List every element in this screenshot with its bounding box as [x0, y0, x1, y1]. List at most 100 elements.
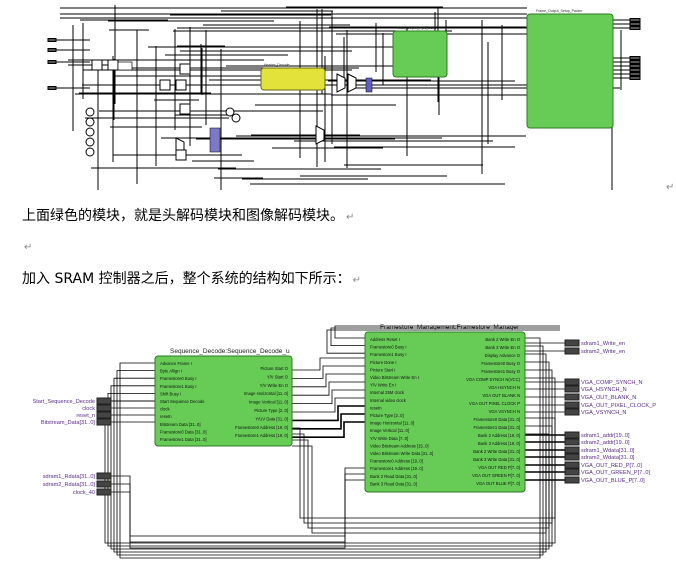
input-pin-label: Bitstream_Data[31..0]: [41, 420, 96, 426]
fm-port-right: Bank 3 Write Data [31..0]: [473, 457, 520, 462]
seq-port-right: Framestore1 Address [19..0]: [235, 433, 288, 438]
output-pin-label: sdram1_addr[19..0]: [581, 433, 630, 439]
fm-port-right: VGA HSYNCH N: [488, 385, 520, 390]
input-pin-label: Start_Sequence_Decode: [32, 399, 95, 405]
seq-port-right: Y/V Write En O: [260, 383, 289, 388]
seq-port-right: Image Vertical [11..0]: [249, 400, 288, 405]
top-schematic-svg: Frame_Output_Setup_Packer Video_Output_P…: [47, 5, 641, 190]
seq-port-left: Framestore1 Data [31..0]: [160, 437, 207, 442]
top-small-block-1: [365, 77, 373, 93]
sdram-input-wire: [111, 479, 365, 537]
seq-block-title: Sequence_Decode:Sequence_Decode_u: [170, 348, 290, 355]
top-output-pin: [629, 68, 641, 72]
fm-port-right: Bank 3 Address [19..0]: [478, 441, 520, 446]
top-output-pin: [629, 22, 641, 26]
top-small-block-3: [117, 61, 133, 71]
output-pin: [564, 385, 580, 393]
top-label-green-b: Video_Output_Pipe_Scan: [396, 26, 436, 30]
output-pin: [564, 476, 580, 484]
top-register: [175, 79, 187, 91]
input-pin-label: clock: [82, 406, 95, 412]
fm-port-left: Video Bitstream Address [15..0]: [370, 443, 429, 448]
top-gate: [85, 137, 95, 147]
input-pin: [96, 480, 112, 488]
feedback-wire-2: [292, 425, 553, 524]
top-small-block-2: [209, 127, 221, 153]
fm-port-right: Bank 2 Write Data [31..0]: [473, 449, 520, 454]
top-output-pin: [629, 76, 641, 80]
top-register: [91, 59, 103, 71]
output-pin: [564, 453, 580, 461]
inter-block-wire: [292, 365, 365, 379]
fm-port-left: Video Bitstream Write En I: [370, 375, 419, 380]
top-input-pin: [47, 38, 57, 42]
input-pin: [96, 404, 112, 412]
fm-port-left: Image Vertical [11..0]: [370, 428, 409, 433]
fm-port-left: Image Horizontal [11..0]: [370, 421, 414, 426]
fm-port-left: Framestore1 Busy I: [370, 352, 407, 357]
output-pin-label: sdram2_addr[19..0]: [581, 440, 630, 446]
fm-port-right: VGA OUT RED P[7..0]: [478, 465, 520, 470]
fm-port-left: Internal video clock: [370, 398, 407, 403]
fm-port-left: Bank 2 Read Data [31..0]: [370, 474, 417, 479]
paragraph-1-text: 上面绿色的模块，就是头解码模块和图像解码模块。: [22, 208, 344, 224]
output-pin-label: sdram2_Wdata[31..0]: [581, 455, 635, 461]
output-pin-label: VGA_OUT_PIXEL_CLOCK_P: [581, 403, 656, 409]
output-pin: [564, 339, 580, 347]
feedback-wire: [119, 337, 541, 559]
top-schematic-figure: Frame_Output_Setup_Packer Video_Output_P…: [30, 0, 666, 192]
fm-port-right: Framestore0 Busy O: [481, 361, 520, 366]
top-output-pin: [629, 60, 641, 64]
seq-port-left: resetn: [160, 414, 172, 419]
inter-block-wire: [292, 397, 365, 413]
top-output-pin: [629, 26, 641, 30]
seq-port-right: Image Horizontal [11..0]: [244, 391, 288, 396]
inter-block-wire: [292, 421, 365, 438]
fm-port-left: Picture Start I: [370, 367, 395, 372]
top-gate: [85, 107, 95, 117]
inter-block-wire: [292, 389, 365, 404]
fm-port-right: VGA OUT PIXEL CLOCK P: [469, 401, 520, 406]
output-pin: [564, 393, 580, 401]
seq-port-left: Bitstream Data [31..0]: [160, 422, 201, 427]
fm-port-right: Display Advance O: [485, 353, 521, 358]
fm-port-right: Bank 2 Write En O: [485, 337, 520, 342]
top-mux: [336, 73, 346, 93]
fm-port-right: VGA VSYNCH N: [489, 409, 520, 414]
inter-block-wire: [292, 413, 365, 430]
fm-port-left: Y/V Write Data [7..0]: [370, 436, 408, 441]
seq-port-left: clock: [160, 407, 170, 412]
fm-block-title: Framestore_Management:Framestore_Manager: [380, 324, 520, 331]
seq-port-right: Picture Start O: [261, 366, 289, 371]
fm-port-right: Bank 2 Address [19..0]: [478, 433, 520, 438]
top-label-yellow: Header_Decode: [264, 63, 290, 67]
output-pin: [564, 438, 580, 446]
output-pin: [564, 378, 580, 386]
inter-block-wire: [292, 381, 365, 396]
feedback-wire: [113, 353, 547, 553]
fm-port-right: Framestore0 Data [31..0]: [473, 417, 520, 422]
fm-port-right: Framestore1 Busy O: [481, 369, 520, 374]
output-pin-label: sdram1_Write_en: [581, 341, 625, 347]
fm-port-left: Bank 3 Read Data [31..0]: [370, 481, 417, 486]
top-gate: [231, 113, 241, 123]
input-pin-label: reset_n: [76, 413, 95, 419]
fm-port-left: Framestore0 Busy I: [370, 345, 407, 350]
output-pin: [564, 401, 580, 409]
fm-port-left: resetn: [370, 405, 382, 410]
feedback-wire-2: [292, 417, 556, 519]
seq-port-right: Framestore0 Address [19..0]: [235, 425, 288, 430]
seq-block: [154, 355, 293, 447]
seq-port-left: Start Sequence Decode: [160, 399, 205, 404]
top-output-pin: [629, 18, 641, 22]
inter-block-wire: [292, 405, 365, 422]
output-pin-label: VGA_VSYNCH_N: [581, 410, 626, 416]
paragraph-1: 上面绿色的模块，就是头解码模块和图像解码模块。↵: [22, 205, 354, 225]
output-pin: [564, 461, 580, 469]
return-mark-p3: ↵: [352, 275, 361, 286]
output-pin: [564, 446, 580, 454]
fm-port-left: Framestore0 Address [19..0]: [370, 459, 423, 464]
output-pin-label: VGA_OUT_GREEN_P[7..0]: [581, 470, 650, 476]
input-pin: [96, 418, 112, 426]
feedback-wire: [110, 361, 550, 550]
